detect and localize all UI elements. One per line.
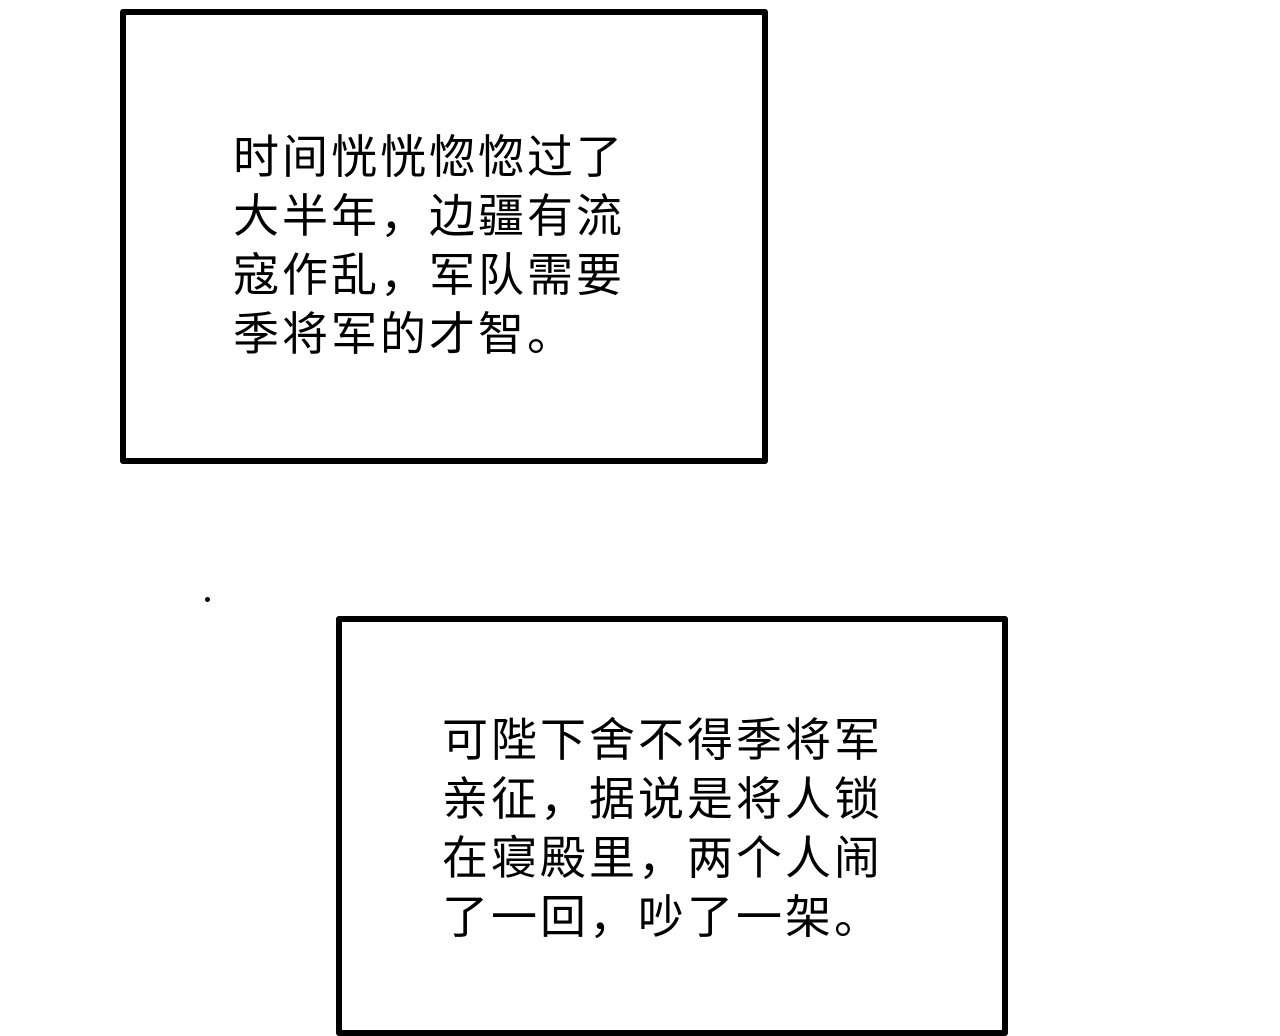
narration-text-bottom: 可陛下舍不得季将军 亲征，据说是将人锁 在寝殿里，两个人闹 了一回，吵了一架。 (442, 711, 883, 947)
narration-line: 时间恍恍惚惚过了 (233, 130, 625, 184)
narration-box-bottom: 可陛下舍不得季将军 亲征，据说是将人锁 在寝殿里，两个人闹 了一回，吵了一架。 (336, 616, 1008, 1036)
narration-text-top: 时间恍恍惚惚过了 大半年，边疆有流 寇作乱，军队需要 季将军的才智。 (233, 128, 625, 364)
narration-line: 季将军的才智。 (233, 307, 576, 361)
narration-line: 大半年，边疆有流 (233, 189, 625, 243)
narration-line: 寇作乱，军队需要 (233, 248, 625, 302)
narration-box-top: 时间恍恍惚惚过了 大半年，边疆有流 寇作乱，军队需要 季将军的才智。 (120, 9, 768, 464)
narration-line: 可陛下舍不得季将军 (442, 713, 883, 767)
narration-line: 了一回，吵了一架。 (442, 890, 883, 944)
ink-dot (205, 597, 210, 602)
narration-line: 亲征，据说是将人锁 (442, 772, 883, 826)
narration-line: 在寝殿里，两个人闹 (442, 831, 883, 885)
